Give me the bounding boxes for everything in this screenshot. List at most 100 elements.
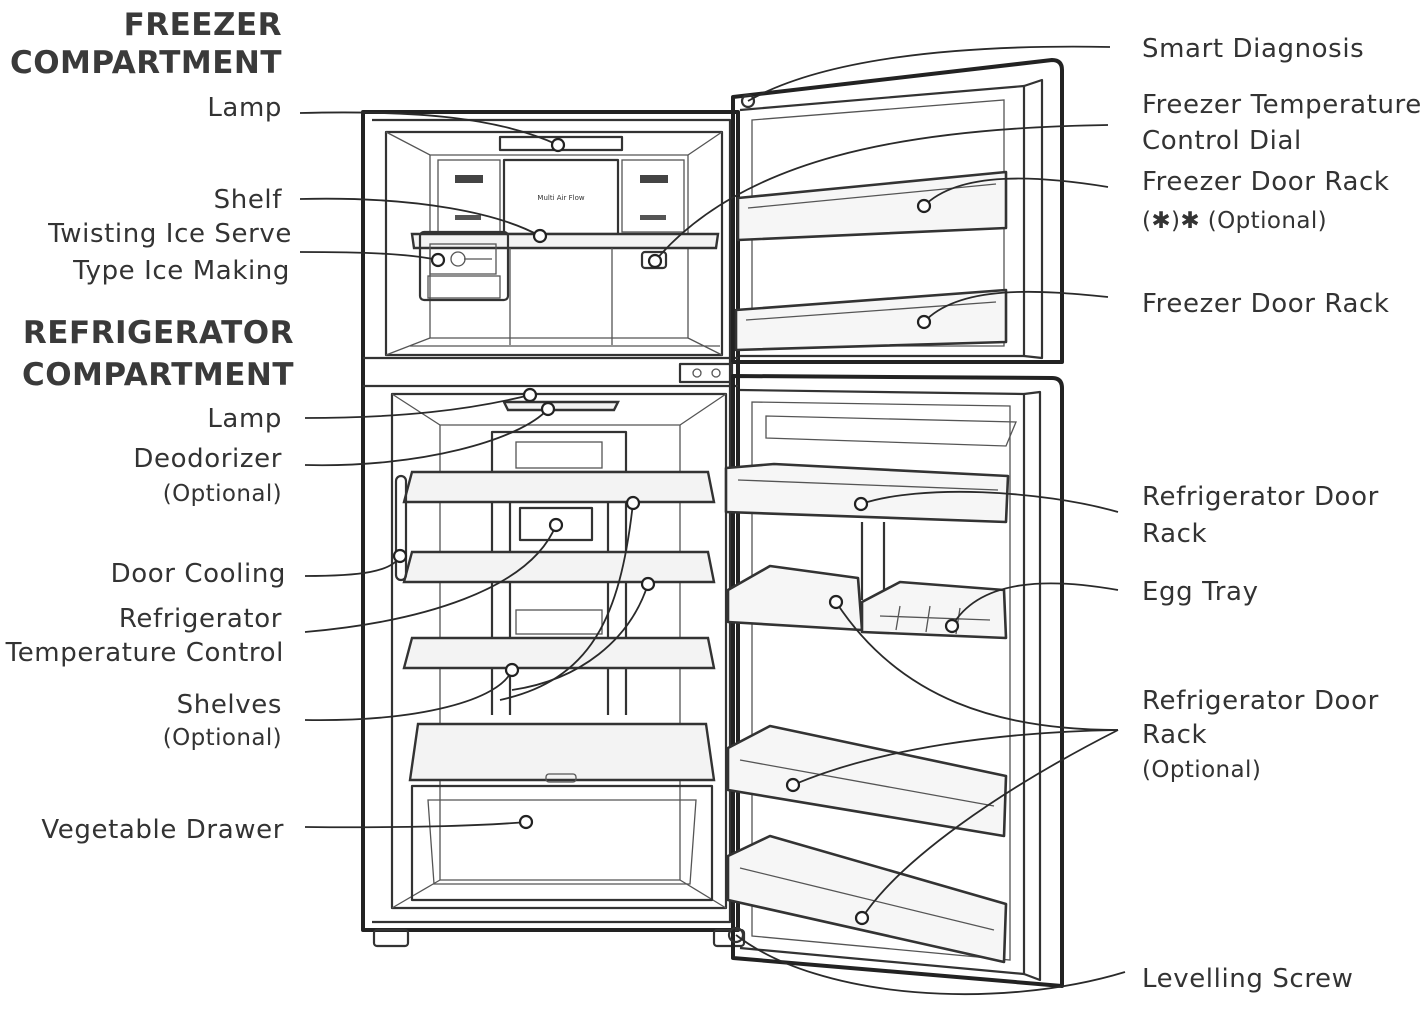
smart-diagnosis-emblem xyxy=(740,93,756,109)
ice-maker xyxy=(418,230,510,302)
fridge-door-rack-optional-label-line3: (Optional) xyxy=(1142,757,1261,783)
door-cooling-vent xyxy=(394,474,408,582)
fridge-shelf-2 xyxy=(402,550,716,584)
refrigerator-door xyxy=(724,374,1064,988)
fridge-door-rack-top xyxy=(724,462,1010,524)
leader-fridge-lamp xyxy=(304,394,531,419)
dot-shelf xyxy=(532,228,548,244)
cabinet-foot-right xyxy=(712,928,746,948)
callout-dots xyxy=(392,137,960,926)
leader-shelves-2 xyxy=(499,502,634,701)
fridge-door-rack-optional-upper xyxy=(726,724,1008,838)
fridge-door-bin-small xyxy=(726,564,864,632)
shelf-label: Shelf xyxy=(214,185,283,215)
dot-shelves-1 xyxy=(625,495,641,511)
dot-deodorizer xyxy=(540,401,556,417)
crisper-cover xyxy=(408,722,716,782)
levelling-screw xyxy=(727,926,745,944)
ice-maker-label-line2: Type Ice Making xyxy=(72,256,290,286)
shelves-label: Shelves xyxy=(177,690,282,720)
leader-fridge-rack-optional-1 xyxy=(792,729,1119,786)
leader-freezer-dial xyxy=(654,124,1109,262)
levelling-screw-label: Levelling Screw xyxy=(1142,964,1354,994)
freezer-dial-label-line2: Control Dial xyxy=(1142,126,1302,156)
leader-deodorizer xyxy=(304,408,549,467)
leader-fridge-rack-optional-3 xyxy=(835,601,1119,731)
freezer-dial-label-line1: Freezer Temperature xyxy=(1142,90,1422,120)
leader-shelves-3 xyxy=(511,583,649,691)
shelves-optional-note: (Optional) xyxy=(163,725,282,751)
dot-fridge-rack-optional-2 xyxy=(854,910,870,926)
vegetable-drawer xyxy=(410,784,714,902)
egg-tray-label: Egg Tray xyxy=(1142,577,1259,607)
leader-vegetable-drawer xyxy=(304,821,527,829)
refrigerator-heading-line1: REFRIGERATOR xyxy=(23,315,294,351)
egg-tray xyxy=(860,580,1008,640)
fridge-lamp-label: Lamp xyxy=(207,404,282,434)
temperature-control-box xyxy=(518,506,594,542)
freezer-door-rack-optional-label: Freezer Door Rack xyxy=(1142,167,1390,197)
leader-smart-diagnosis xyxy=(747,45,1111,102)
dot-freezer-lamp xyxy=(550,137,566,153)
freezer-compartment-heading: FREEZER COMPARTMENT xyxy=(10,7,282,81)
dot-shelves-2 xyxy=(640,576,656,592)
dot-freezer-dial xyxy=(647,253,663,269)
leader-shelf xyxy=(299,197,541,237)
smart-diagnosis-label: Smart Diagnosis xyxy=(1142,34,1364,64)
freezer-heading-line1: FREEZER xyxy=(124,7,282,43)
dot-freezer-rack xyxy=(916,314,932,330)
dot-fridge-lamp xyxy=(522,387,538,403)
door-cooling-label: Door Cooling xyxy=(111,559,286,589)
dot-fridge-bin xyxy=(828,594,844,610)
dot-freezer-rack-optional xyxy=(916,198,932,214)
multi-air-flow-text: Multi Air Flow xyxy=(537,194,584,202)
dot-egg-tray xyxy=(944,618,960,634)
dot-vegetable-drawer xyxy=(518,814,534,830)
leader-freezer-rack xyxy=(923,290,1109,323)
temp-control-label-line1: Refrigerator xyxy=(119,604,282,634)
freezer-shelf xyxy=(410,232,720,250)
leader-freezer-lamp xyxy=(299,111,559,146)
deodorizer-optional-note: (Optional) xyxy=(163,481,282,507)
cabinet-foot-left xyxy=(372,928,410,948)
freezer-door xyxy=(731,58,1064,364)
middle-hinge xyxy=(678,362,734,384)
fridge-lamp-cover xyxy=(502,400,620,412)
refrigerator-heading-line2: COMPARTMENT xyxy=(22,357,294,393)
leader-temp-control xyxy=(304,524,557,633)
fridge-door-rack-optional-label-line2: Rack xyxy=(1142,720,1207,750)
leader-ice-maker xyxy=(299,251,439,261)
dot-shelves-3 xyxy=(504,662,520,678)
leader-egg-tray xyxy=(951,582,1119,627)
deodorizer-label: Deodorizer xyxy=(133,444,282,474)
dot-door-cooling xyxy=(392,548,408,564)
fridge-door-rack-label-line2: Rack xyxy=(1142,519,1207,549)
freezer-heading-line2: COMPARTMENT xyxy=(10,45,282,81)
dot-fridge-rack xyxy=(853,496,869,512)
refrigerator-interior xyxy=(394,400,716,902)
fridge-door-rack-optional-label-line1: Refrigerator Door xyxy=(1142,686,1379,716)
leader-shelves-1 xyxy=(304,669,513,721)
dot-temp-control xyxy=(548,517,564,533)
fridge-shelf-1 xyxy=(402,470,716,504)
leader-fridge-rack-optional-2 xyxy=(861,729,1119,919)
fridge-door-rack-label-line1: Refrigerator Door xyxy=(1142,482,1379,512)
leader-door-cooling xyxy=(304,555,401,577)
vegetable-drawer-label: Vegetable Drawer xyxy=(41,815,284,845)
fridge-shelf-3 xyxy=(402,636,716,670)
freezer-lamp-label: Lamp xyxy=(207,93,282,123)
ice-maker-label-line1: Twisting Ice Serve xyxy=(47,219,292,249)
leader-freezer-rack-optional xyxy=(923,177,1109,207)
temp-control-label-line2: Temperature Control xyxy=(5,638,284,668)
leader-fridge-rack xyxy=(860,490,1119,513)
freezer-door-rack-upper xyxy=(736,170,1008,242)
dot-fridge-rack-optional-1 xyxy=(785,777,801,793)
leader-lines xyxy=(299,45,1126,996)
freezer-door-rack-lower xyxy=(734,288,1008,352)
deodorizer-housing xyxy=(490,430,628,474)
freezer-door-rack-optional-note: (✱)✱ (Optional) xyxy=(1142,208,1327,234)
freezer-door-rack-label: Freezer Door Rack xyxy=(1142,289,1390,319)
refrigerator-compartment-heading: REFRIGERATOR COMPARTMENT xyxy=(22,315,294,393)
dot-ice-maker xyxy=(430,252,446,268)
